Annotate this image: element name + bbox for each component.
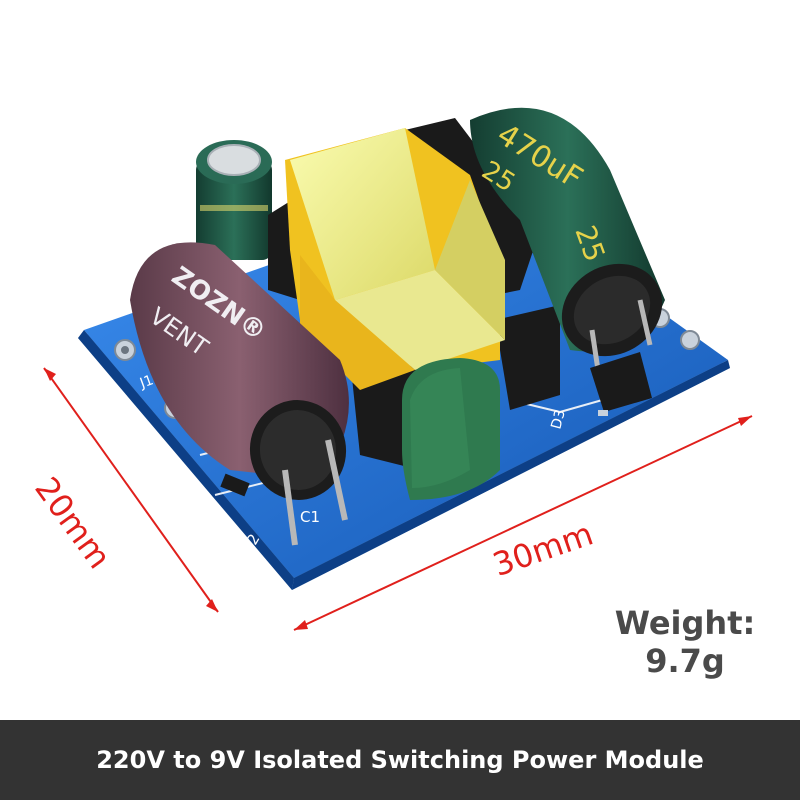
label-j1: J1 [137, 372, 156, 392]
weight-label: Weight: [614, 604, 756, 642]
weight-value: 9.7g [645, 642, 725, 680]
height-dimension-line [43, 367, 219, 613]
height-arrowhead-bottom [206, 599, 218, 612]
smd-components [220, 352, 652, 497]
large-capacitor: 470uF 25 25 [470, 107, 665, 371]
silkscreen-labels: J1 C1 R2 D3 [137, 372, 569, 557]
width-arrowhead-right [738, 416, 752, 426]
label-c1: C1 [300, 508, 320, 526]
product-caption: 220V to 9V Isolated Switching Power Modu… [96, 746, 704, 774]
weight-info: Weight: 9.7g [600, 604, 770, 680]
width-dimension-line [293, 415, 753, 631]
height-arrowhead-top [44, 368, 56, 381]
small-capacitor [196, 140, 272, 260]
width-arrowhead-left [294, 620, 308, 630]
dimension-arrows [43, 367, 753, 631]
x-capacitor [402, 358, 500, 500]
label-d3: D3 [548, 408, 569, 431]
caption-bar: 220V to 9V Isolated Switching Power Modu… [0, 720, 800, 800]
